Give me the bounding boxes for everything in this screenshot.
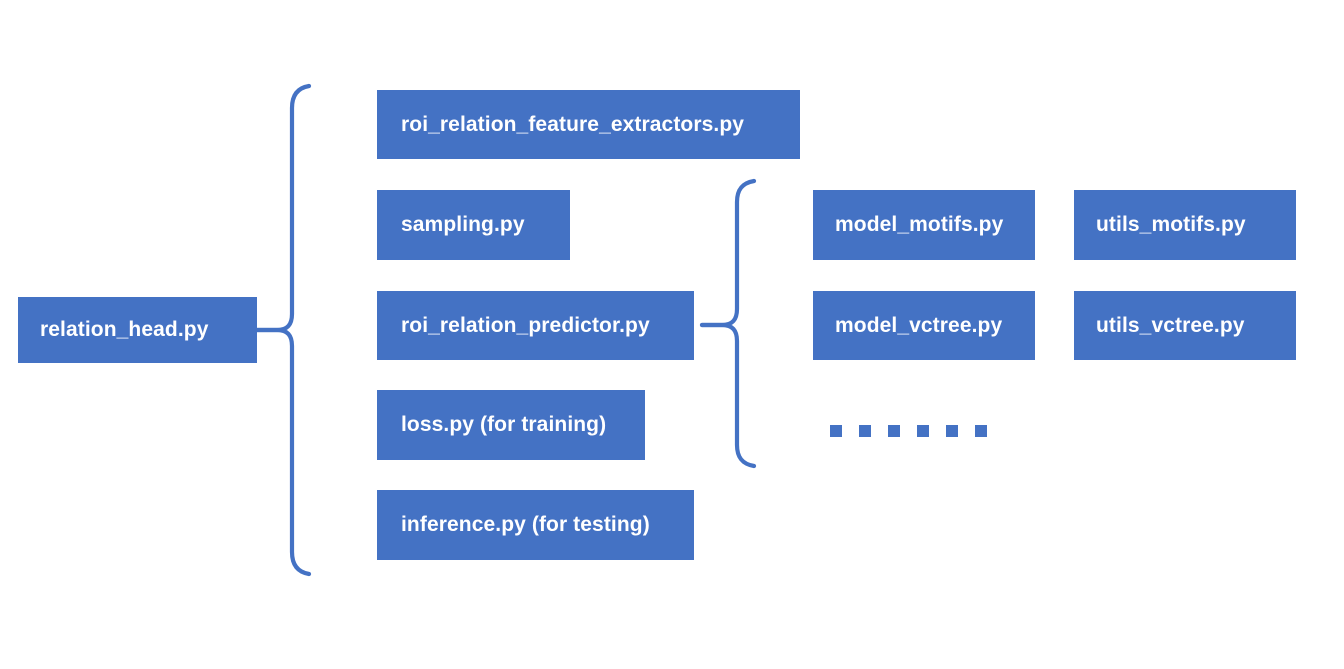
node-roi-relation-predictor[interactable]: roi_relation_predictor.py [377, 291, 694, 360]
node-label: loss.py (for training) [401, 413, 607, 436]
root-brace-icon [254, 83, 312, 577]
predictor-brace-icon [699, 178, 757, 469]
node-label: relation_head.py [40, 318, 209, 341]
ellipsis-dot [975, 425, 987, 437]
ellipsis-dot [917, 425, 929, 437]
node-utils-vctree[interactable]: utils_vctree.py [1074, 291, 1296, 360]
node-label: model_motifs.py [835, 213, 1004, 236]
ellipsis-dot [830, 425, 842, 437]
ellipsis-more-items [830, 425, 987, 437]
node-sampling[interactable]: sampling.py [377, 190, 570, 260]
node-label: inference.py (for testing) [401, 513, 650, 536]
ellipsis-dot [859, 425, 871, 437]
node-label: model_vctree.py [835, 313, 1003, 337]
node-label: sampling.py [401, 213, 525, 236]
node-label: roi_relation_feature_extractors.py [401, 112, 745, 136]
node-model-vctree[interactable]: model_vctree.py [813, 291, 1035, 360]
node-label: utils_motifs.py [1096, 213, 1246, 236]
node-label: roi_relation_predictor.py [401, 313, 650, 337]
node-relation-head[interactable]: relation_head.py [18, 297, 257, 363]
node-model-motifs[interactable]: model_motifs.py [813, 190, 1035, 260]
node-roi-relation-feature-extractors[interactable]: roi_relation_feature_extractors.py [377, 90, 800, 159]
ellipsis-dot [888, 425, 900, 437]
ellipsis-dot [946, 425, 958, 437]
node-label: utils_vctree.py [1096, 313, 1245, 337]
node-inference[interactable]: inference.py (for testing) [377, 490, 694, 560]
node-loss[interactable]: loss.py (for training) [377, 390, 645, 460]
node-utils-motifs[interactable]: utils_motifs.py [1074, 190, 1296, 260]
